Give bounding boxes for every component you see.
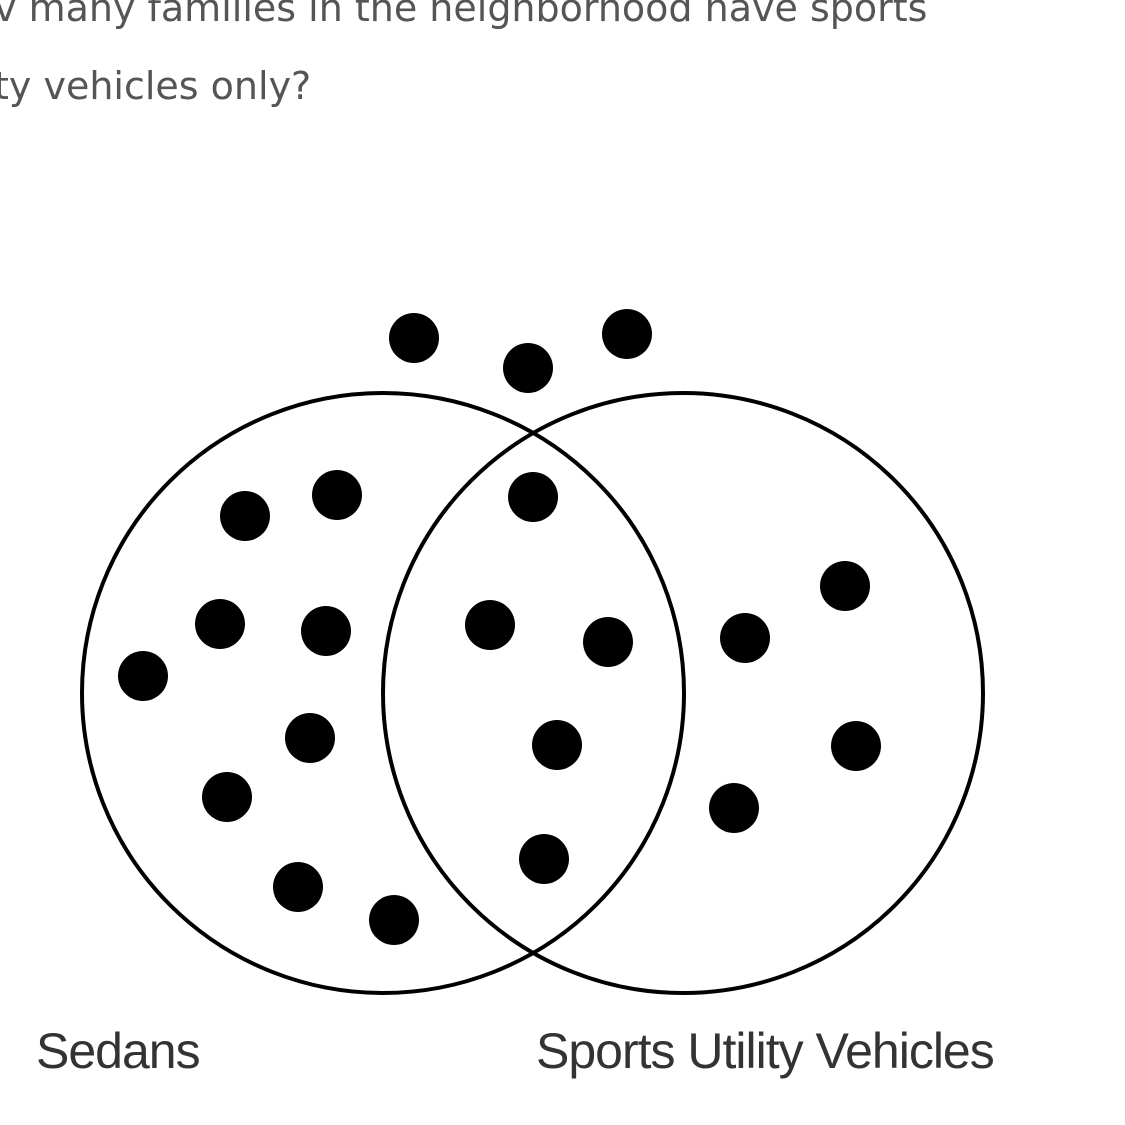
dot-suv-only — [820, 561, 870, 611]
dot-suv-only — [831, 721, 881, 771]
dot-suv-only — [709, 783, 759, 833]
suv-label: Sports Utility Vehicles — [536, 1023, 995, 1079]
dot-sedans-only — [285, 713, 335, 763]
dot-sedans-only — [312, 470, 362, 520]
dot-sedans-only — [301, 606, 351, 656]
dot-sedans-only — [118, 651, 168, 701]
dot-both — [532, 720, 582, 770]
dot-both — [465, 600, 515, 650]
dot-both — [508, 472, 558, 522]
dot-both — [583, 617, 633, 667]
dot-sedans-only — [202, 772, 252, 822]
dot-sedans-only — [220, 491, 270, 541]
dot-sedans-only — [369, 895, 419, 945]
dot-sedans-only — [273, 862, 323, 912]
question-text-line-1: v many families in the neighborhood have… — [0, 0, 928, 30]
dot-outside — [602, 309, 652, 359]
sedans-circle — [80, 391, 686, 995]
dot-outside — [503, 343, 553, 393]
dot-both — [519, 834, 569, 884]
sedans-label: Sedans — [36, 1023, 201, 1079]
suv-circle — [381, 391, 985, 995]
dot-suv-only — [720, 613, 770, 663]
dot-sedans-only — [195, 599, 245, 649]
dot-outside — [389, 313, 439, 363]
question-text-line-2: ty vehicles only? — [0, 64, 312, 108]
